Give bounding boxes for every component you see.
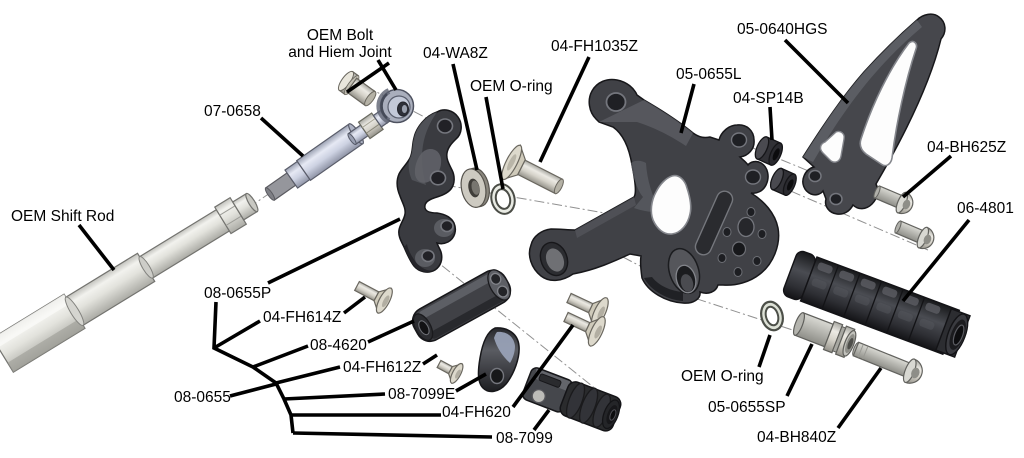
svg-text:OEM O-ring: OEM O-ring	[470, 78, 553, 95]
svg-text:04-BH625Z: 04-BH625Z	[927, 139, 1006, 156]
svg-text:05-0655L: 05-0655L	[676, 66, 742, 83]
svg-text:08-0655: 08-0655	[174, 389, 231, 406]
svg-text:and Hiem Joint: and Hiem Joint	[288, 44, 392, 61]
svg-text:OEM O-ring: OEM O-ring	[681, 368, 764, 385]
svg-text:08-7099: 08-7099	[496, 430, 553, 447]
svg-text:04-FH612Z: 04-FH612Z	[343, 359, 421, 376]
svg-text:04-FH614Z: 04-FH614Z	[263, 309, 341, 326]
svg-text:08-4620: 08-4620	[310, 337, 367, 354]
svg-text:04-BH840Z: 04-BH840Z	[757, 429, 836, 446]
svg-text:04-FH620: 04-FH620	[442, 404, 511, 421]
svg-text:05-0655SP: 05-0655SP	[708, 399, 786, 416]
svg-text:04-WA8Z: 04-WA8Z	[423, 45, 488, 62]
svg-text:OEM Shift Rod: OEM Shift Rod	[11, 208, 114, 225]
svg-text:04-FH1035Z: 04-FH1035Z	[551, 38, 638, 55]
svg-text:08-0655P: 08-0655P	[204, 285, 271, 302]
svg-text:06-4801: 06-4801	[957, 200, 1014, 217]
svg-text:05-0640HGS: 05-0640HGS	[737, 21, 827, 38]
svg-text:08-7099E: 08-7099E	[388, 386, 455, 403]
svg-text:04-SP14B: 04-SP14B	[733, 90, 804, 107]
svg-text:07-0658: 07-0658	[204, 103, 261, 120]
svg-text:OEM Bolt: OEM Bolt	[307, 27, 374, 44]
